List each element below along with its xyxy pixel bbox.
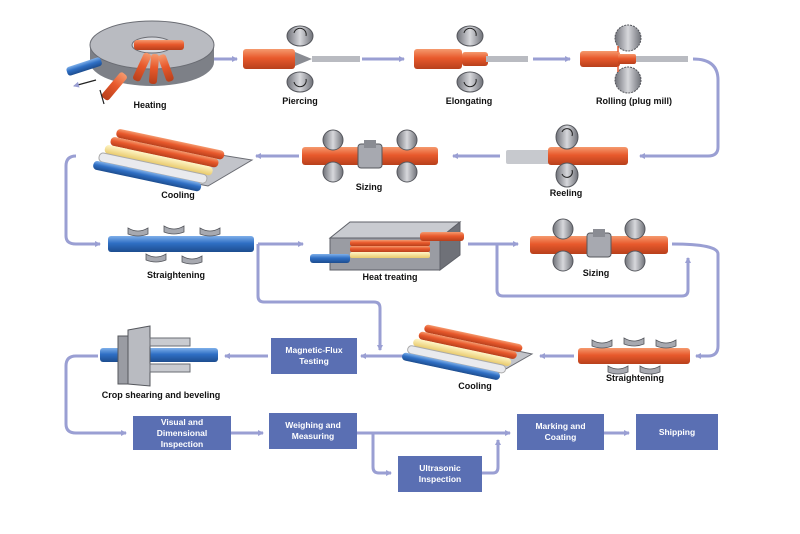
box-ultrasonic-line-2: Inspection bbox=[418, 474, 462, 484]
box-magnetic-flux-line-2: Testing bbox=[299, 356, 329, 366]
box-ultrasonic-inspection: Ultrasonic Inspection bbox=[398, 456, 482, 492]
rolling-illustration bbox=[580, 24, 688, 94]
crop-shearing-illustration bbox=[100, 325, 218, 387]
flow-arrow-weighing-to-ultrasonic bbox=[371, 433, 392, 476]
stage-label-rolling: Rolling (plug mill) bbox=[596, 96, 672, 106]
box-visual-line-2: Dimensional Inspection bbox=[156, 427, 208, 449]
box-visual-line-1: Visual and bbox=[160, 416, 204, 427]
reeling-illustration bbox=[506, 124, 628, 188]
stage-label-elongating: Elongating bbox=[445, 96, 493, 106]
stage-label-piercing: Piercing bbox=[282, 96, 318, 106]
heat-treating-furnace-illustration bbox=[310, 220, 464, 271]
cooling-2-illustration bbox=[402, 324, 534, 380]
stage-label-cooling-1: Cooling bbox=[161, 190, 195, 200]
heating-furnace-illustration bbox=[66, 20, 215, 105]
cooling-1-illustration bbox=[93, 129, 254, 192]
box-marking-coating: Marking and Coating bbox=[517, 414, 604, 450]
box-shipping: Shipping bbox=[636, 414, 718, 450]
stage-label-sizing-2: Sizing bbox=[582, 268, 610, 278]
flow-arrow-sizing-bypass-loop bbox=[495, 244, 691, 298]
stage-label-sizing-1: Sizing bbox=[355, 182, 383, 192]
box-marking-line-1: Marking and bbox=[535, 421, 586, 431]
box-magnetic-flux-line-1: Magnetic-Flux bbox=[285, 345, 343, 355]
box-visual-dimensional-inspection: Visual and Dimensional Inspection bbox=[133, 416, 231, 450]
flow-arrow-sizing-to-straightening bbox=[671, 242, 720, 359]
elongating-illustration bbox=[414, 25, 528, 93]
piercing-illustration bbox=[243, 25, 360, 93]
stage-label-straightening-2: Straightening bbox=[606, 373, 664, 383]
box-marking-line-2: Coating bbox=[544, 432, 577, 442]
box-shipping-line-1: Shipping bbox=[658, 426, 696, 437]
box-ultrasonic-line-1: Ultrasonic bbox=[419, 463, 461, 473]
sizing-1-illustration bbox=[302, 129, 438, 183]
stage-label-cooling-2: Cooling bbox=[458, 381, 492, 391]
stage-label-reeling: Reeling bbox=[549, 188, 583, 198]
box-weighing-measuring: Weighing and Measuring bbox=[269, 413, 357, 449]
stage-label-heat-treating: Heat treating bbox=[362, 272, 418, 282]
stage-label-heating: Heating bbox=[133, 100, 167, 110]
flow-arrow-straightening-to-magnetic-flux bbox=[256, 244, 383, 351]
box-weighing-line-1: Weighing and bbox=[285, 420, 341, 430]
flow-arrow-cooling-to-straightening bbox=[64, 154, 101, 247]
straightening-2-illustration bbox=[578, 337, 690, 375]
stage-label-straightening-1: Straightening bbox=[147, 270, 205, 280]
flow-arrow-ultrasonic-to-marking bbox=[482, 439, 501, 475]
flow-arrow-rolling-to-reeling bbox=[639, 57, 720, 159]
box-weighing-line-2: Measuring bbox=[291, 431, 335, 441]
straightening-1-illustration bbox=[108, 225, 254, 265]
flow-connectors bbox=[64, 56, 720, 476]
box-magnetic-flux-testing: Magnetic-Flux Testing bbox=[271, 338, 357, 374]
stage-label-crop-shearing: Crop shearing and beveling bbox=[101, 390, 221, 400]
sizing-2-illustration bbox=[530, 218, 668, 272]
flow-arrow-crop-to-visual bbox=[64, 354, 127, 436]
